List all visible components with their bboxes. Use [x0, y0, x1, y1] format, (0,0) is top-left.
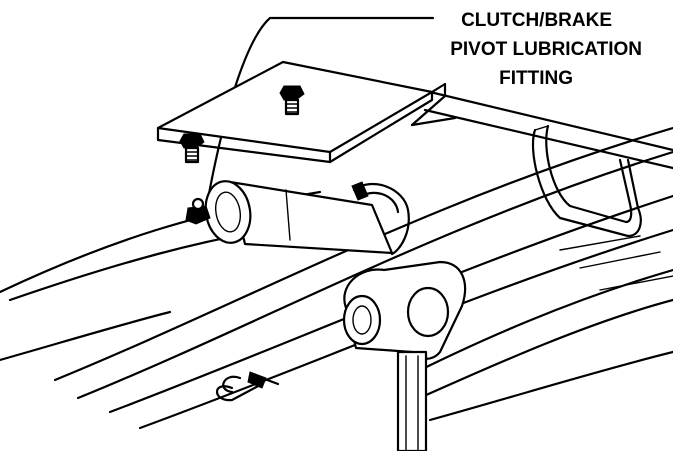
callout-leader-line	[204, 16, 435, 212]
bent-support-rod	[531, 124, 642, 238]
cotter-pin-clip	[215, 371, 280, 402]
curved-frame-members	[0, 126, 673, 430]
plate-bolt-right	[279, 85, 305, 116]
mounting-bracket-plate	[156, 60, 447, 164]
lubrication-fitting	[185, 197, 211, 225]
link-eyelet-right	[406, 286, 450, 338]
pedal-rod	[396, 350, 428, 451]
callout-line-1: CLUTCH/BRAKE	[461, 10, 612, 31]
plate-bolt-left	[179, 133, 205, 164]
pedal-link-arm	[342, 260, 467, 360]
callout-line-3: FITTING	[499, 68, 573, 89]
pivot-clevis	[351, 181, 410, 256]
upper-frame-rails	[410, 90, 673, 170]
callout-label: CLUTCH/BRAKE PIVOT LUBRICATION FITTING	[450, 10, 642, 89]
lower-cross-members	[398, 235, 673, 422]
link-eyelet-left	[342, 294, 382, 346]
callout-line-2: PIVOT LUBRICATION	[450, 39, 642, 60]
